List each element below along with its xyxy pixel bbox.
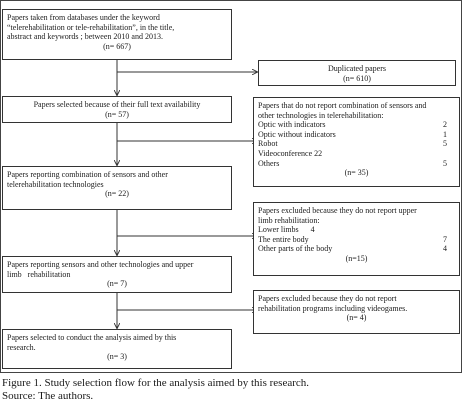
- box-excluded-no-upper-limb: Papers excluded because they do not repo…: [253, 202, 460, 276]
- box-final-line2: research.: [7, 342, 36, 352]
- ex1-item-label: Optic without indicators: [258, 129, 336, 139]
- ex2-n: (n=15): [345, 253, 368, 263]
- figure-caption: Figure 1. Study selection flow for the a…: [2, 377, 310, 389]
- ex2-item-label: Lower limbs 4: [258, 225, 315, 235]
- figure-source: Source: The authors.: [2, 390, 94, 402]
- ex2-item-value: [389, 225, 455, 235]
- ex1-item-label: Others: [258, 158, 280, 168]
- box-full-text: Papers selected because of their full te…: [2, 96, 232, 123]
- ex1-item-value: 5: [443, 158, 447, 168]
- ex3-line2: rehabilitation programs including videog…: [258, 303, 408, 313]
- box-combination-line1: Papers reporting combination of sensors …: [7, 170, 168, 179]
- box-combination-line2: telerehabilitation technologies: [7, 179, 104, 189]
- box-databases-line3: abstract and keywords ; between 2010 and…: [7, 32, 163, 42]
- ex2-item-label: Other parts of the body: [258, 244, 333, 254]
- ex1-item-value: 2: [443, 120, 447, 130]
- ex1-item: Videoconference 22: [258, 149, 455, 159]
- box-duplicated: Duplicated papers (n= 610): [258, 60, 456, 86]
- box-full-text-n: (n= 57): [105, 109, 129, 119]
- ex3-line1: Papers excluded because they do not repo…: [258, 294, 397, 303]
- ex1-item: Others 5: [258, 159, 455, 169]
- ex1-item: Robot 5: [258, 139, 455, 149]
- ex2-item: Other parts of the body 4: [258, 244, 455, 254]
- box-upper-limb-line1: Papers reporting sensors and other techn…: [7, 260, 194, 269]
- figure-frame: [0, 0, 462, 373]
- ex1-item-label: Robot: [258, 139, 278, 149]
- ex1-n: (n= 35): [344, 168, 369, 178]
- box-excluded-no-combination: Papers that do not report combination of…: [253, 97, 460, 187]
- box-databases: Papers taken from databases under the ke…: [2, 9, 232, 60]
- ex1-item-label: Optic with indicators: [258, 120, 326, 130]
- box-final-selection: Papers selected to conduct the analysis …: [2, 329, 232, 369]
- ex1-item: Optic without indicators 1: [258, 130, 455, 140]
- box-excluded-no-videogames: Papers excluded because they do not repo…: [253, 290, 460, 334]
- ex1-line1: Papers that do not report combination of…: [258, 101, 427, 110]
- box-full-text-line1: Papers selected because of their full te…: [33, 100, 201, 109]
- box-databases-line2: “telerehabilitation or tele-rehabilitati…: [7, 22, 175, 32]
- ex1-item-value: 5: [443, 139, 447, 149]
- ex2-item: Lower limbs 4: [258, 225, 455, 235]
- box-combination: Papers reporting combination of sensors …: [2, 166, 232, 210]
- box-databases-n: (n= 667): [103, 41, 131, 51]
- ex3-n: (n= 4): [346, 313, 367, 323]
- box-upper-limb-line2: limb rehabilitation: [7, 269, 71, 279]
- box-final-n: (n= 3): [107, 352, 127, 362]
- ex1-item-value: [389, 149, 455, 159]
- ex2-item: The entire body 7: [258, 235, 455, 245]
- box-combination-n: (n= 22): [105, 189, 129, 199]
- ex2-line2: limb rehabilitation:: [258, 215, 320, 225]
- box-final-line1: Papers selected to conduct the analysis …: [7, 333, 177, 342]
- box-duplicated-line1: Duplicated papers: [328, 64, 386, 73]
- ex2-line1: Papers excluded because they do not repo…: [258, 206, 417, 215]
- ex2-item-value: 7: [443, 234, 447, 244]
- box-duplicated-n: (n= 610): [343, 73, 371, 83]
- ex1-item: Optic with indicators 2: [258, 120, 455, 130]
- box-databases-line1: Papers taken from databases under the ke…: [7, 13, 160, 22]
- ex1-item-value: 1: [443, 129, 447, 139]
- ex1-line2: other technologies in telerehabilitation…: [258, 110, 384, 120]
- ex2-item-value: 4: [443, 244, 447, 254]
- ex2-item-label: The entire body: [258, 234, 309, 244]
- box-upper-limb-n: (n= 7): [107, 279, 127, 289]
- ex1-item-label: Videoconference 22: [258, 148, 323, 158]
- box-upper-limb: Papers reporting sensors and other techn…: [2, 256, 232, 293]
- flow-arrows: [0, 59, 464, 373]
